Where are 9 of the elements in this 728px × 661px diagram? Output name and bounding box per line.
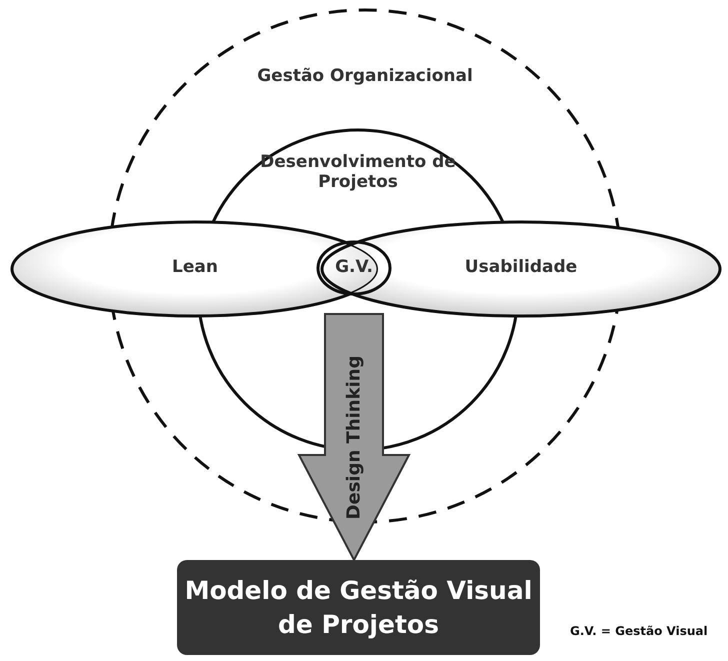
node-label: Usabilidade bbox=[464, 257, 578, 277]
edge-label: Design Thinking bbox=[343, 355, 364, 519]
result-box: Modelo de Gestão Visual de Projetos bbox=[177, 560, 540, 655]
block-arrow bbox=[297, 313, 411, 562]
node-label: Desenvolvimento de Projetos bbox=[259, 152, 457, 192]
node-label: G.V. bbox=[335, 257, 373, 277]
node-label: Gestão Organizacional bbox=[257, 66, 473, 86]
footnote: G.V. = Gestão Visual bbox=[570, 624, 708, 638]
node-label: Lean bbox=[172, 257, 218, 277]
